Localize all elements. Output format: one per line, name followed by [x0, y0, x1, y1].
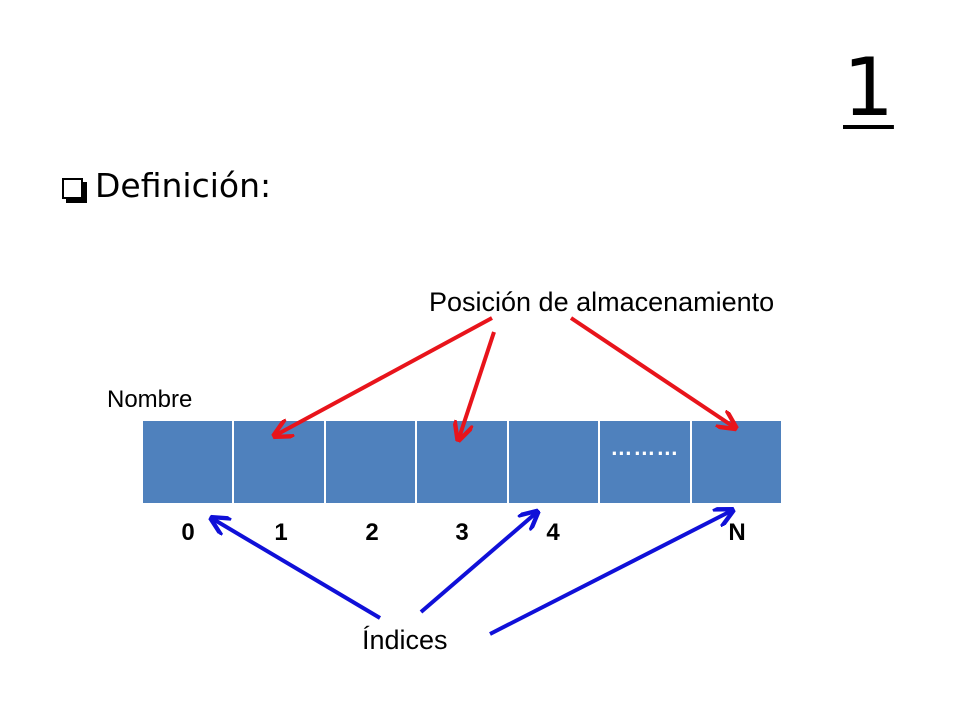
- index-label: 0: [181, 519, 195, 546]
- array-cell: [507, 420, 600, 504]
- array-diagram: ………: [142, 420, 782, 504]
- index-label: 1: [274, 519, 288, 546]
- indices-label: Índices: [362, 625, 448, 655]
- index-label: 3: [455, 519, 469, 546]
- index-arrow: [213, 519, 382, 620]
- index-label: 2: [365, 519, 379, 546]
- index-arrow: [489, 511, 731, 636]
- index-arrow: [419, 513, 536, 614]
- heading-text: Definición:: [95, 166, 272, 205]
- array-name-label: Nombre: [107, 386, 193, 413]
- array-cell: [142, 420, 234, 504]
- slide-number: 1: [843, 41, 894, 134]
- storage-arrow: [459, 331, 496, 438]
- heading: Definición:: [62, 164, 271, 208]
- array-cell: [690, 420, 782, 504]
- array-cell: [324, 420, 417, 504]
- index-label: 4: [546, 519, 560, 546]
- storage-arrow: [569, 316, 734, 427]
- checkbox-bullet-icon: [62, 177, 83, 199]
- storage-arrow: [276, 316, 493, 435]
- storage-position-label: Posición de almacenamiento: [429, 287, 775, 317]
- array-cell-ellipsis: ………: [599, 420, 691, 504]
